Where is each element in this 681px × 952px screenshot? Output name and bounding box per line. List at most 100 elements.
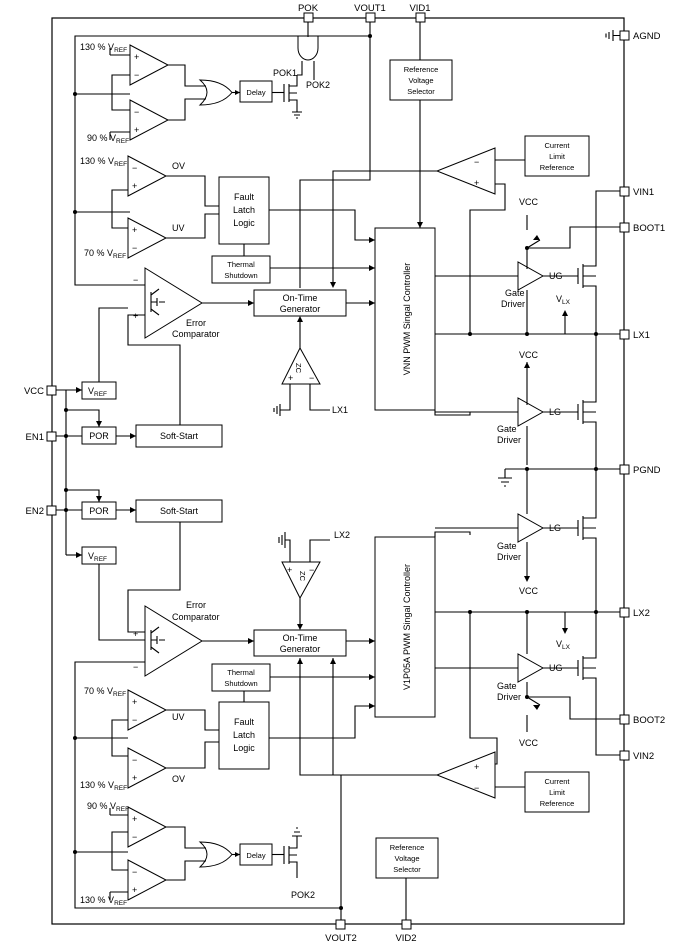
svg-text:−: − [134, 70, 139, 80]
agnd-ground-symbol [605, 30, 620, 41]
thermal-shutdown-bottom: Thermal Shutdown [211, 663, 271, 692]
svg-text:Error: Error [186, 318, 206, 328]
svg-text:VCC: VCC [519, 350, 539, 360]
svg-text:ZC: ZC [298, 571, 307, 582]
svg-text:−: − [132, 715, 137, 725]
svg-text:Voltage: Voltage [394, 854, 419, 863]
zc-comparator-bottom: ZC + − [281, 561, 321, 600]
svg-text:Logic: Logic [233, 743, 255, 753]
uv-comparator-bottom: + − UV [127, 689, 185, 731]
ontime-generator-bottom: On-Time Generator [253, 629, 347, 657]
current-limit-comparator-bottom: + − [435, 751, 496, 799]
svg-text:+: + [132, 697, 137, 707]
svg-text:Logic: Logic [233, 218, 255, 228]
svg-text:Shutdown: Shutdown [224, 679, 257, 688]
svg-text:Shutdown: Shutdown [224, 271, 257, 280]
svg-text:Gate: Gate [497, 424, 517, 434]
gate-driver-lg-bottom: LG Gate Driver [497, 513, 561, 562]
svg-text:Current: Current [544, 777, 570, 786]
ref-voltage-selector-bottom: Reference Voltage Selector [375, 837, 439, 879]
pin-vcc-label: VCC [24, 386, 44, 397]
svg-text:Gate: Gate [505, 288, 525, 298]
pin-boot1-label: BOOT1 [633, 223, 665, 234]
svg-text:POK1: POK1 [273, 68, 297, 78]
pok-comparator-low: − + [129, 99, 170, 141]
pok-ref-wires [109, 48, 130, 140]
pok-ref-label-130-bottom: 130 % VREF [80, 895, 127, 907]
pin-lx2-label: LX2 [633, 608, 650, 619]
gate-driver-ug-top: UG Gate Driver [501, 261, 563, 309]
pok-or-gate [198, 79, 233, 106]
svg-text:Driver: Driver [497, 435, 521, 445]
pin-vid2-label: VID2 [395, 933, 416, 944]
gate-driver-lg-top: LG Gate Driver [497, 397, 561, 445]
ov-ref-label-bottom: 130 % VREF [80, 780, 127, 792]
pin-vout1: VOUT1 [354, 3, 386, 23]
por-block-1: POR [81, 426, 117, 445]
vref-block-bottom: VREF [81, 546, 117, 565]
svg-text:−: − [309, 565, 314, 575]
low-side-mosfet-bottom [543, 469, 597, 612]
pin-vid1: VID1 [409, 3, 431, 23]
pok-comparator-low-bottom: + − [127, 806, 168, 848]
pin-boot1: BOOT1 [619, 222, 665, 234]
error-comparator-bottom: + − Error Comparator [133, 600, 220, 677]
pin-vin1: VIN1 [619, 186, 654, 198]
pok1-mosfet: POK1 [273, 68, 302, 119]
vout2-feedback-bus [74, 658, 342, 920]
por-block-2: POR [81, 501, 117, 520]
pin-lx1-label: LX1 [633, 330, 650, 341]
svg-text:Driver: Driver [497, 692, 521, 702]
zc-comparator-top: ZC + − [281, 346, 321, 385]
svg-text:Selector: Selector [393, 865, 421, 874]
high-side-mosfet-bottom [543, 612, 620, 756]
ov-ref-label-top: 130 % VREF [80, 156, 127, 168]
pin-vin2-label: VIN2 [633, 751, 654, 762]
pin-en2: EN2 [26, 505, 57, 517]
pwm-controller-bottom: V1P05A PWM Singal Controller [374, 536, 436, 718]
pin-vcc: VCC [24, 385, 57, 397]
svg-text:Latch: Latch [233, 730, 255, 740]
svg-text:+: + [132, 225, 137, 235]
svg-text:−: − [132, 867, 137, 877]
svg-text:Generator: Generator [280, 304, 321, 314]
svg-text:Reference: Reference [540, 163, 575, 172]
pin-pok-label: POK [298, 3, 319, 14]
svg-text:+: + [134, 125, 139, 135]
svg-text:−: − [132, 755, 137, 765]
error-comparator-top: − + Error Comparator [133, 267, 220, 339]
svg-text:Generator: Generator [280, 644, 321, 654]
svg-text:+: + [474, 178, 479, 188]
svg-text:+: + [132, 885, 137, 895]
svg-text:Comparator: Comparator [172, 612, 220, 622]
pok-comparator-high: + − [129, 44, 170, 86]
pin-en1: EN1 [26, 431, 57, 443]
pin-agnd: AGND [619, 30, 661, 42]
pok-and-gate [297, 35, 319, 61]
svg-text:Reference: Reference [404, 65, 439, 74]
current-limit-comparator-top: − + [435, 147, 496, 195]
or-inputs-top [168, 64, 206, 121]
pwm-controller-top: VNN PWM Singal Controller [374, 227, 436, 411]
svg-text:Soft-Start: Soft-Start [160, 431, 199, 441]
svg-text:Gate: Gate [497, 541, 517, 551]
pok2-mosfet: POK2 [283, 827, 315, 900]
pin-pok: POK [298, 3, 319, 23]
pok2-input-label-top: POK2 [306, 80, 330, 90]
svg-text:Fault: Fault [234, 192, 255, 202]
ov-comparator-top: − + OV [127, 155, 185, 197]
pin-en2-label: EN2 [26, 506, 44, 517]
svg-text:+: + [132, 181, 137, 191]
svg-text:90 % VREF: 90 % VREF [87, 133, 129, 145]
svg-text:VCC: VCC [519, 738, 539, 748]
pok-comparator-high-bottom: − + [127, 859, 168, 901]
svg-text:Driver: Driver [497, 552, 521, 562]
svg-text:Limit: Limit [549, 788, 566, 797]
uv-comparator-top: + − UV [127, 217, 185, 259]
svg-text:OV: OV [172, 774, 185, 784]
svg-text:POR: POR [89, 506, 109, 516]
current-limit-reference-bottom: Current Limit Reference [524, 771, 590, 813]
fault-latch-logic-bottom: Fault Latch Logic [218, 701, 270, 770]
pin-agnd-label: AGND [633, 31, 661, 42]
svg-text:VREF: VREF [88, 386, 107, 398]
